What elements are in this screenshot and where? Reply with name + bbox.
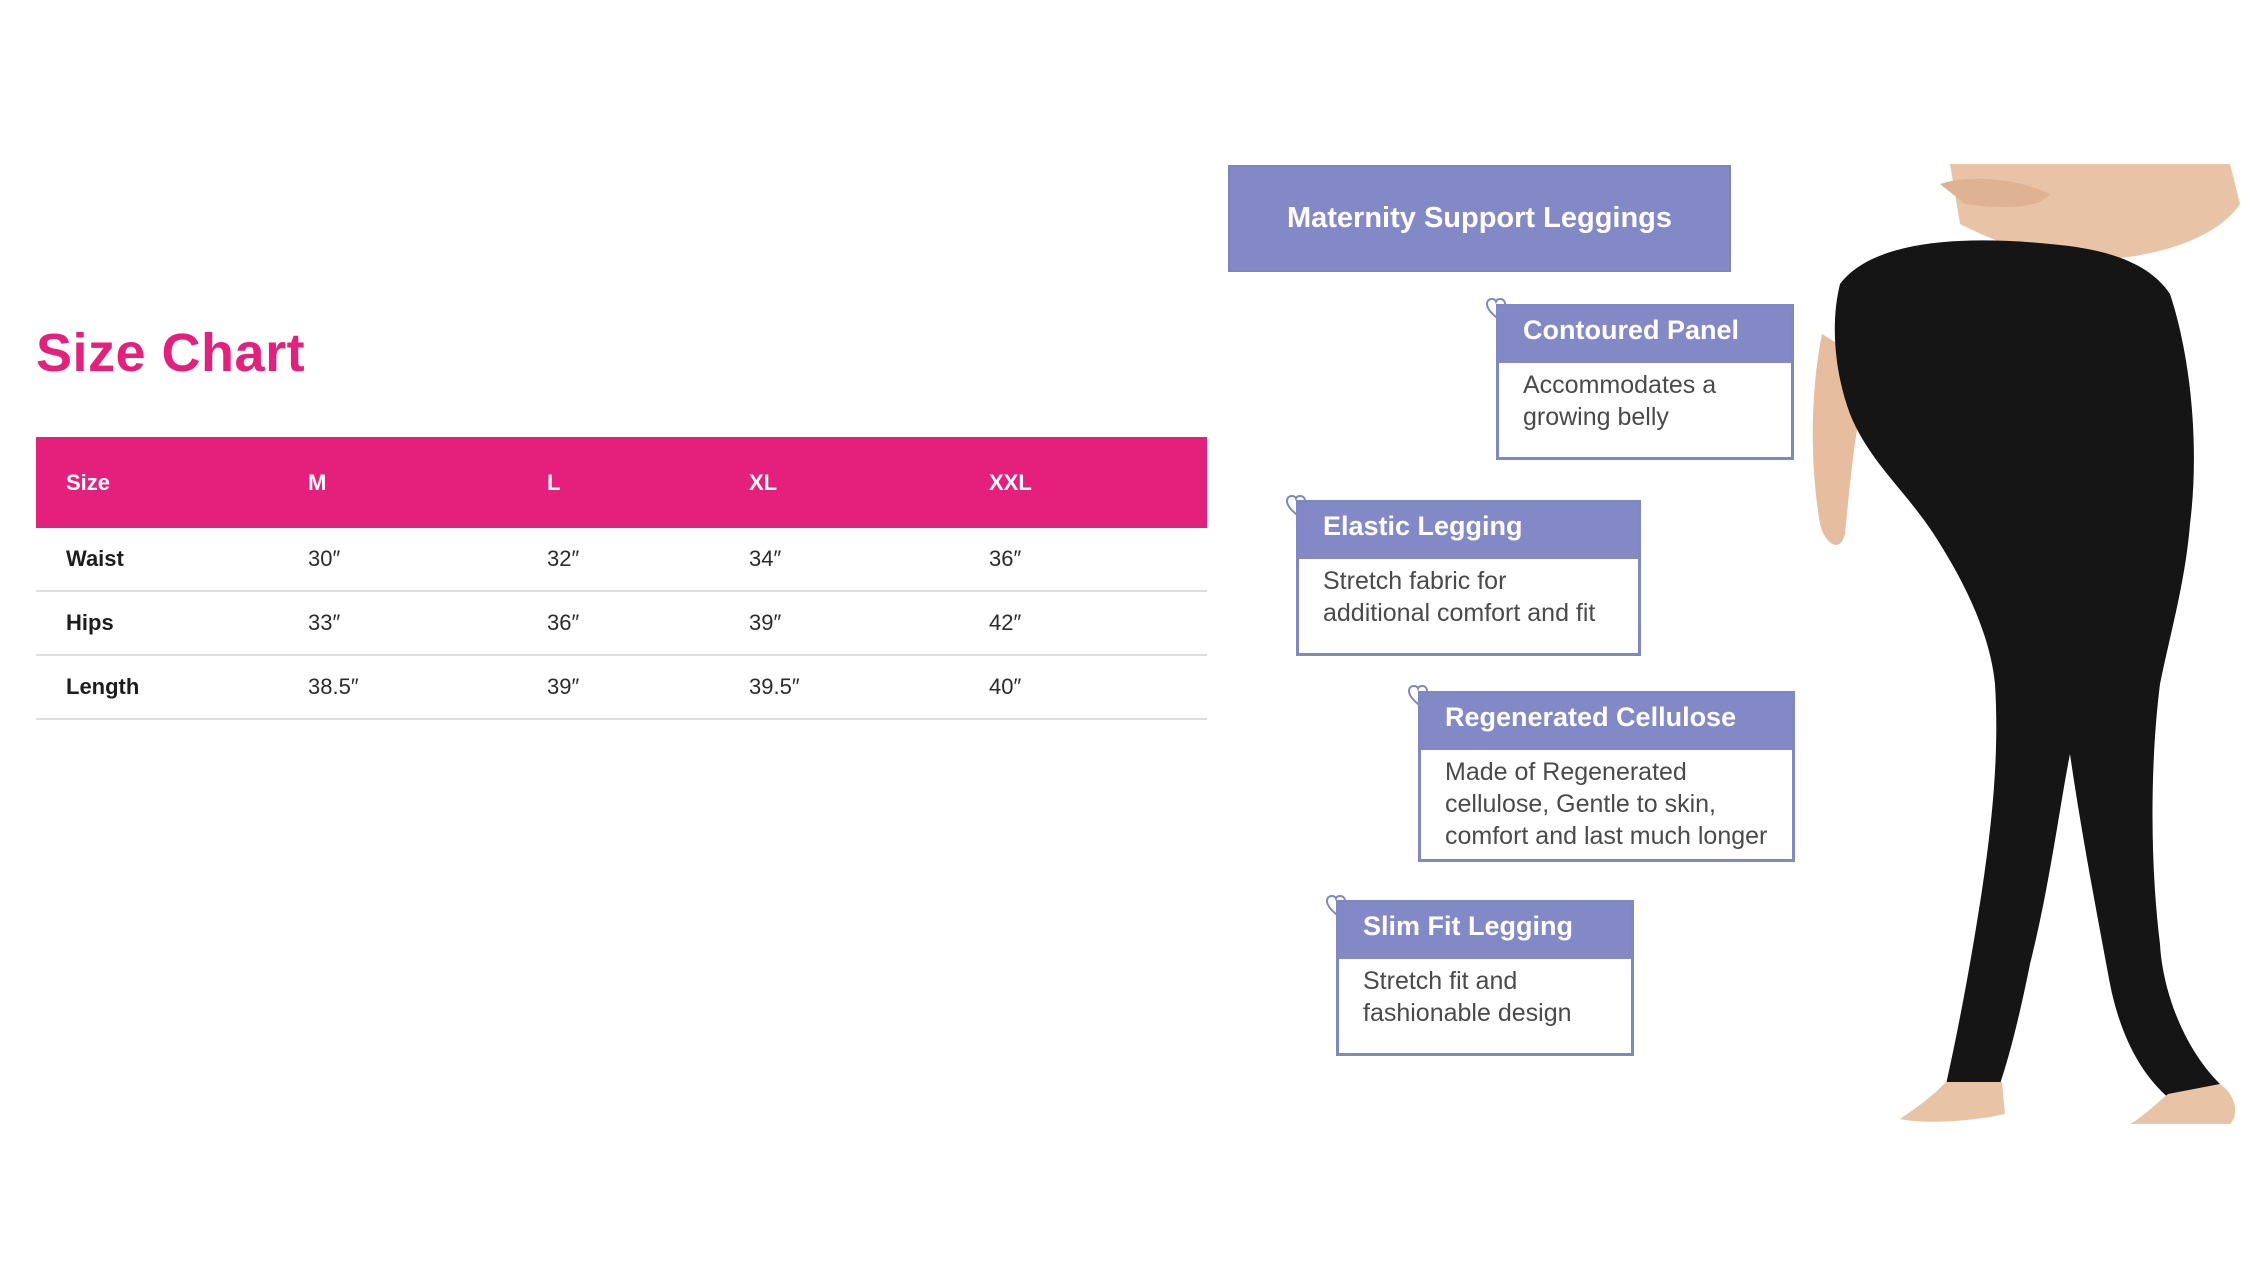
feature-line: growing belly [1523, 403, 1669, 431]
feature-line: Made of Regenerated [1445, 758, 1687, 786]
feature-regenerated-cellulose: Regenerated Cellulose Made of Regenerate… [1418, 691, 1795, 862]
feature-contoured-panel: Contoured Panel Accommodates a growing b… [1496, 304, 1794, 460]
size-chart-header-row: Size M L XL XXL [36, 437, 1207, 528]
table-row-length: Length 38.5″ 39″ 39.5″ 40″ [36, 656, 1207, 720]
size-chart-table: Size M L XL XXL Waist 30″ 32″ 34″ 36″ Hi… [36, 437, 1207, 720]
feature-description: Stretch fit and fashionable design [1339, 959, 1631, 1029]
header-xxl: XXL [989, 469, 1032, 495]
table-cell: 32″ [547, 546, 580, 571]
feature-description: Made of Regenerated cellulose, Gentle to… [1421, 750, 1792, 852]
size-chart-title: Size Chart [36, 323, 306, 383]
product-infographic: Maternity Support Leggings Contoured Pan… [1228, 164, 2257, 1124]
feature-title: Regenerated Cellulose [1421, 694, 1792, 750]
model-image [1812, 164, 2240, 1124]
table-cell: 38.5″ [308, 674, 359, 699]
row-label: Length [66, 674, 140, 699]
table-cell: 40″ [989, 674, 1022, 699]
feature-elastic-legging: Elastic Legging Stretch fabric for addit… [1296, 500, 1641, 656]
header-xl: XL [749, 469, 778, 495]
table-cell: 39″ [547, 674, 580, 699]
table-cell: 36″ [989, 546, 1022, 571]
row-label: Hips [66, 610, 114, 635]
row-label: Waist [66, 546, 124, 571]
feature-line: fashionable design [1363, 999, 1572, 1027]
feature-description: Stretch fabric for additional comfort an… [1299, 559, 1638, 629]
table-row-waist: Waist 30″ 32″ 34″ 36″ [36, 528, 1207, 592]
table-cell: 39.5″ [749, 674, 800, 699]
feature-title: Slim Fit Legging [1339, 903, 1631, 959]
feature-title: Contoured Panel [1499, 307, 1791, 363]
table-cell: 39″ [749, 610, 782, 635]
table-cell: 34″ [749, 546, 782, 571]
table-cell: 30″ [308, 546, 341, 571]
feature-line: comfort and last much longer [1445, 822, 1768, 850]
table-cell: 36″ [547, 610, 580, 635]
feature-title: Elastic Legging [1299, 503, 1638, 559]
header-l: L [547, 469, 561, 495]
header-m: M [308, 469, 327, 495]
table-cell: 33″ [308, 610, 341, 635]
header-size: Size [66, 469, 111, 495]
table-row-hips: Hips 33″ 36″ 39″ 42″ [36, 592, 1207, 656]
feature-line: Accommodates a [1523, 371, 1717, 399]
feature-line: cellulose, Gentle to skin, [1445, 790, 1716, 818]
feature-line: additional comfort and fit [1323, 599, 1596, 627]
feature-line: Stretch fabric for [1323, 567, 1507, 595]
feature-slim-fit-legging: Slim Fit Legging Stretch fit and fashion… [1336, 900, 1634, 1056]
table-cell: 42″ [989, 610, 1022, 635]
feature-description: Accommodates a growing belly [1499, 363, 1791, 433]
feature-line: Stretch fit and [1363, 967, 1518, 995]
infographic-title: Maternity Support Leggings [1228, 165, 1731, 272]
